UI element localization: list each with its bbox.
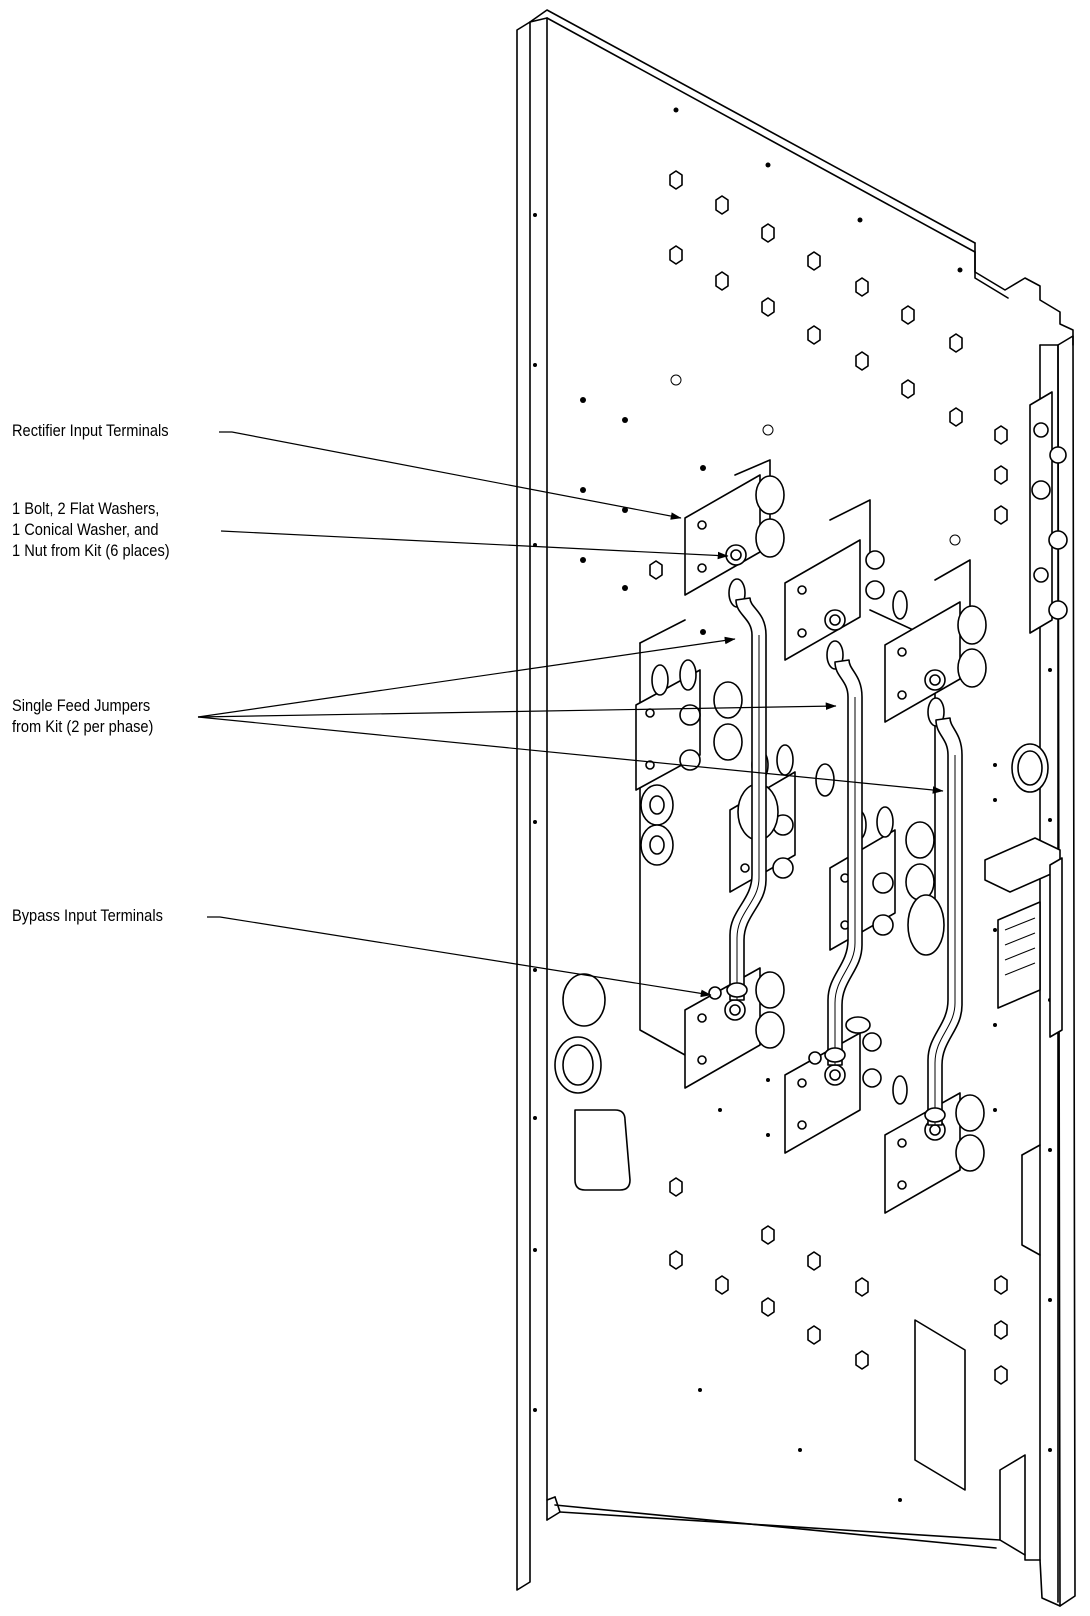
rectifier-terminal-phase-a <box>684 474 785 608</box>
label-hardware-from-kit: 1 Bolt, 2 Flat Washers, 1 Conical Washer… <box>12 498 170 561</box>
jumper-phase-c <box>924 717 963 1126</box>
label-line: Rectifier Input Terminals <box>12 421 169 440</box>
label-line: from Kit (2 per phase) <box>12 717 154 736</box>
mounting-panel <box>516 9 1076 1607</box>
label-line: Single Feed Jumpers <box>12 696 151 715</box>
control-terminal-block <box>984 837 1063 1038</box>
cable-tie-mounts <box>649 170 1008 1385</box>
right-terminal-strip <box>1029 391 1068 634</box>
panel-holes <box>533 107 1052 1502</box>
leader-hardware <box>220 530 729 560</box>
knockouts <box>554 743 1049 1491</box>
rectifier-input-terminals <box>684 474 987 727</box>
rectifier-terminal-phase-c <box>884 601 987 727</box>
rectifier-terminal-phase-b <box>784 539 908 670</box>
single-feed-jumpers <box>726 597 963 1126</box>
jumper-phase-b <box>824 659 863 1066</box>
leader-bypass <box>207 916 712 998</box>
leader-rectifier <box>219 431 682 520</box>
label-line: 1 Conical Washer, and <box>12 520 159 539</box>
label-line: 1 Nut from Kit (6 places) <box>12 541 170 560</box>
leader-lines <box>197 431 944 998</box>
label-line: Bypass Input Terminals <box>12 906 163 925</box>
jumper-phase-a <box>726 597 767 1001</box>
leader-jumper-c <box>197 716 944 794</box>
leader-jumper-a <box>197 636 736 718</box>
label-bypass-input-terminals: Bypass Input Terminals <box>12 905 163 926</box>
label-rectifier-input-terminals: Rectifier Input Terminals <box>12 420 169 441</box>
label-single-feed-jumpers: Single Feed Jumpers from Kit (2 per phas… <box>12 695 153 737</box>
label-line: 1 Bolt, 2 Flat Washers, <box>12 499 160 518</box>
leader-jumper-b <box>197 702 837 718</box>
